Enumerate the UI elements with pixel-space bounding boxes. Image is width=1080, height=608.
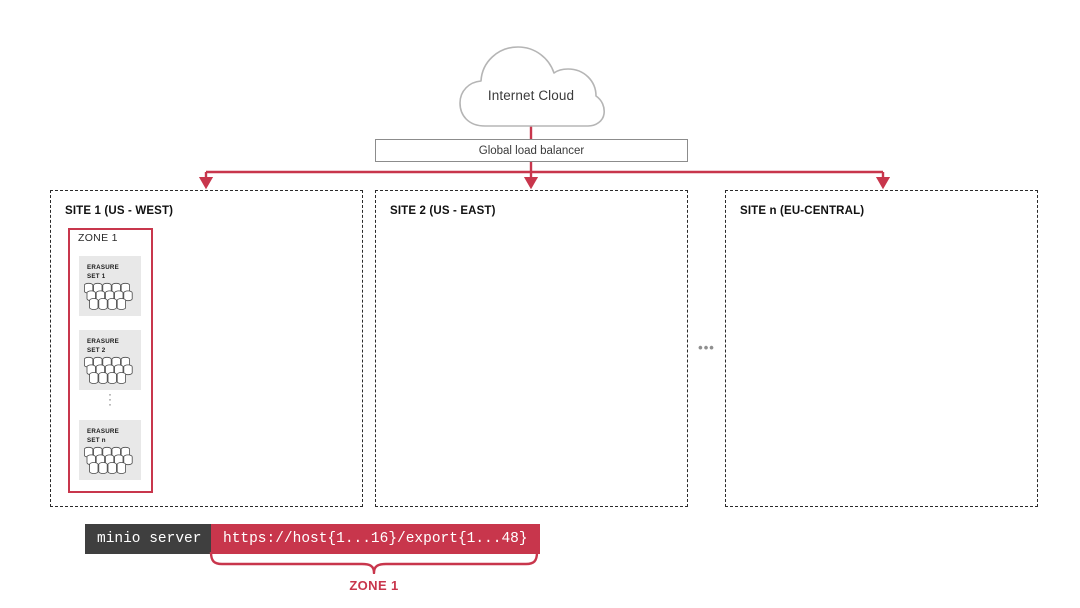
disk-cluster-2 [84,356,138,386]
erasure-set-1-label: ERASURE SET 1 [87,263,119,281]
site-title-n: SITE n (EU-CENTRAL) [740,205,865,217]
minio-endpoint-pill[interactable]: https://host{1...16}/export{1...48} [211,524,540,554]
site-box-n[interactable]: SITE n (EU-CENTRAL) [725,190,1038,507]
disk-cluster-1 [84,282,138,312]
minio-server-command-text: minio server [97,531,202,547]
erasure-set-1[interactable]: ERASURE SET 1 [79,256,141,316]
disk-cluster-n [84,446,138,476]
site-title-2: SITE 2 (US - EAST) [390,205,496,217]
global-load-balancer-label: Global load balancer [478,144,585,157]
disk-stack-icon [84,446,133,474]
vdot-2: · [108,392,112,406]
curly-brace-icon [209,550,539,575]
internet-cloud: Internet Cloud [455,40,607,132]
cloud-icon [459,46,605,127]
erasure-set-2-label: ERASURE SET 2 [87,337,119,355]
zone-1-bracket [208,550,540,575]
erasure-set-n-line1: ERASURE [87,428,120,435]
zone-1-label: ZONE 1 [78,232,118,244]
disk-stack-icon [84,356,133,384]
erasure-set-n[interactable]: ERASURE SET n [79,420,141,480]
vdot-1: · [108,387,112,401]
erasure-set-1-line2: SET 1 [87,273,106,280]
erasure-set-n-line2: SET n [87,437,106,444]
minio-server-command-pill[interactable]: minio server [85,524,214,554]
global-load-balancer-box[interactable]: Global load balancer [375,139,688,162]
site-title-1: SITE 1 (US - WEST) [65,205,174,217]
site-box-2[interactable]: SITE 2 (US - EAST) [375,190,688,507]
erasure-set-2[interactable]: ERASURE SET 2 [79,330,141,390]
zone-1-bracket-caption: ZONE 1 [349,578,399,593]
erasure-sets-vertical-ellipsis: · · · [98,387,122,411]
erasure-set-2-line1: ERASURE [87,338,120,345]
disk-stack-icon [84,282,133,310]
minio-endpoint-text: https://host{1...16}/export{1...48} [223,531,528,547]
vdot-3: · [108,397,112,411]
erasure-set-2-line2: SET 2 [87,347,106,354]
erasure-set-1-line1: ERASURE [87,264,120,271]
erasure-set-n-label: ERASURE SET n [87,427,119,445]
sites-ellipsis: ••• [698,340,715,355]
